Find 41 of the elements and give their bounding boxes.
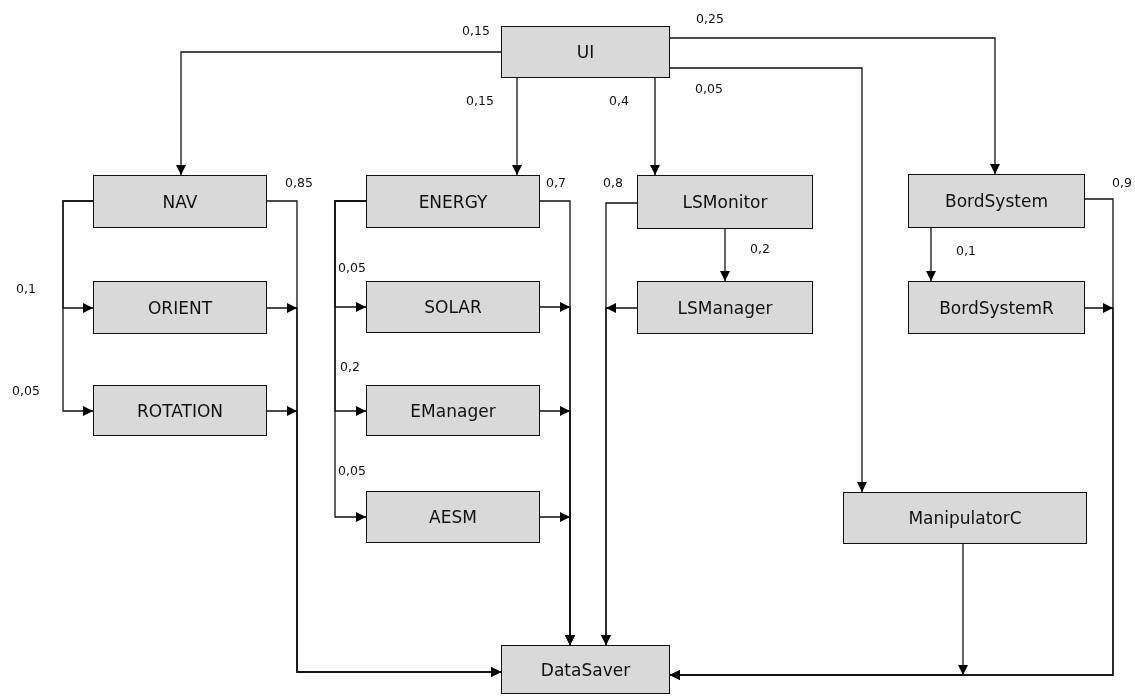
arrow	[62, 200, 94, 416]
process-box	[501, 645, 670, 694]
node-label: LSMonitor	[682, 192, 768, 212]
arrow	[926, 227, 936, 282]
node-label: EManager	[410, 400, 496, 421]
arrow	[669, 67, 867, 493]
process-box	[93, 281, 267, 334]
process-box	[366, 491, 540, 543]
node-label: ORIENT	[147, 297, 213, 318]
process-box	[908, 174, 1085, 228]
node-label: ENERGY	[418, 191, 488, 212]
process-box	[366, 281, 540, 333]
process-box	[843, 492, 1087, 544]
process-box	[637, 281, 813, 334]
process-box	[366, 175, 540, 228]
node-label: SOLAR	[424, 297, 482, 317]
node-label: DataSaver	[540, 659, 631, 680]
arrow	[669, 543, 964, 680]
arrow	[176, 51, 502, 176]
node-label: UI	[576, 42, 595, 62]
node-label: NAV	[162, 191, 198, 212]
arrow	[669, 37, 1000, 175]
arrow	[512, 77, 522, 176]
arrow	[650, 77, 660, 176]
arrow	[266, 410, 502, 677]
node-label: AESM	[429, 507, 477, 527]
process-box	[93, 175, 267, 228]
node-label: BordSystem	[945, 191, 1048, 211]
node-label: ManipulatorC	[908, 508, 1022, 528]
process-box	[637, 175, 813, 229]
arrow	[601, 307, 638, 646]
node-label: ROTATION	[136, 400, 224, 421]
arrow	[539, 516, 575, 646]
arrow	[720, 228, 730, 282]
node-label: LSManager	[677, 297, 773, 318]
process-box	[501, 26, 670, 78]
node-label: BordSystemR	[939, 297, 1054, 318]
arrow	[334, 200, 367, 522]
process-box	[908, 281, 1085, 334]
process-box	[366, 385, 540, 436]
process-box	[93, 385, 267, 436]
